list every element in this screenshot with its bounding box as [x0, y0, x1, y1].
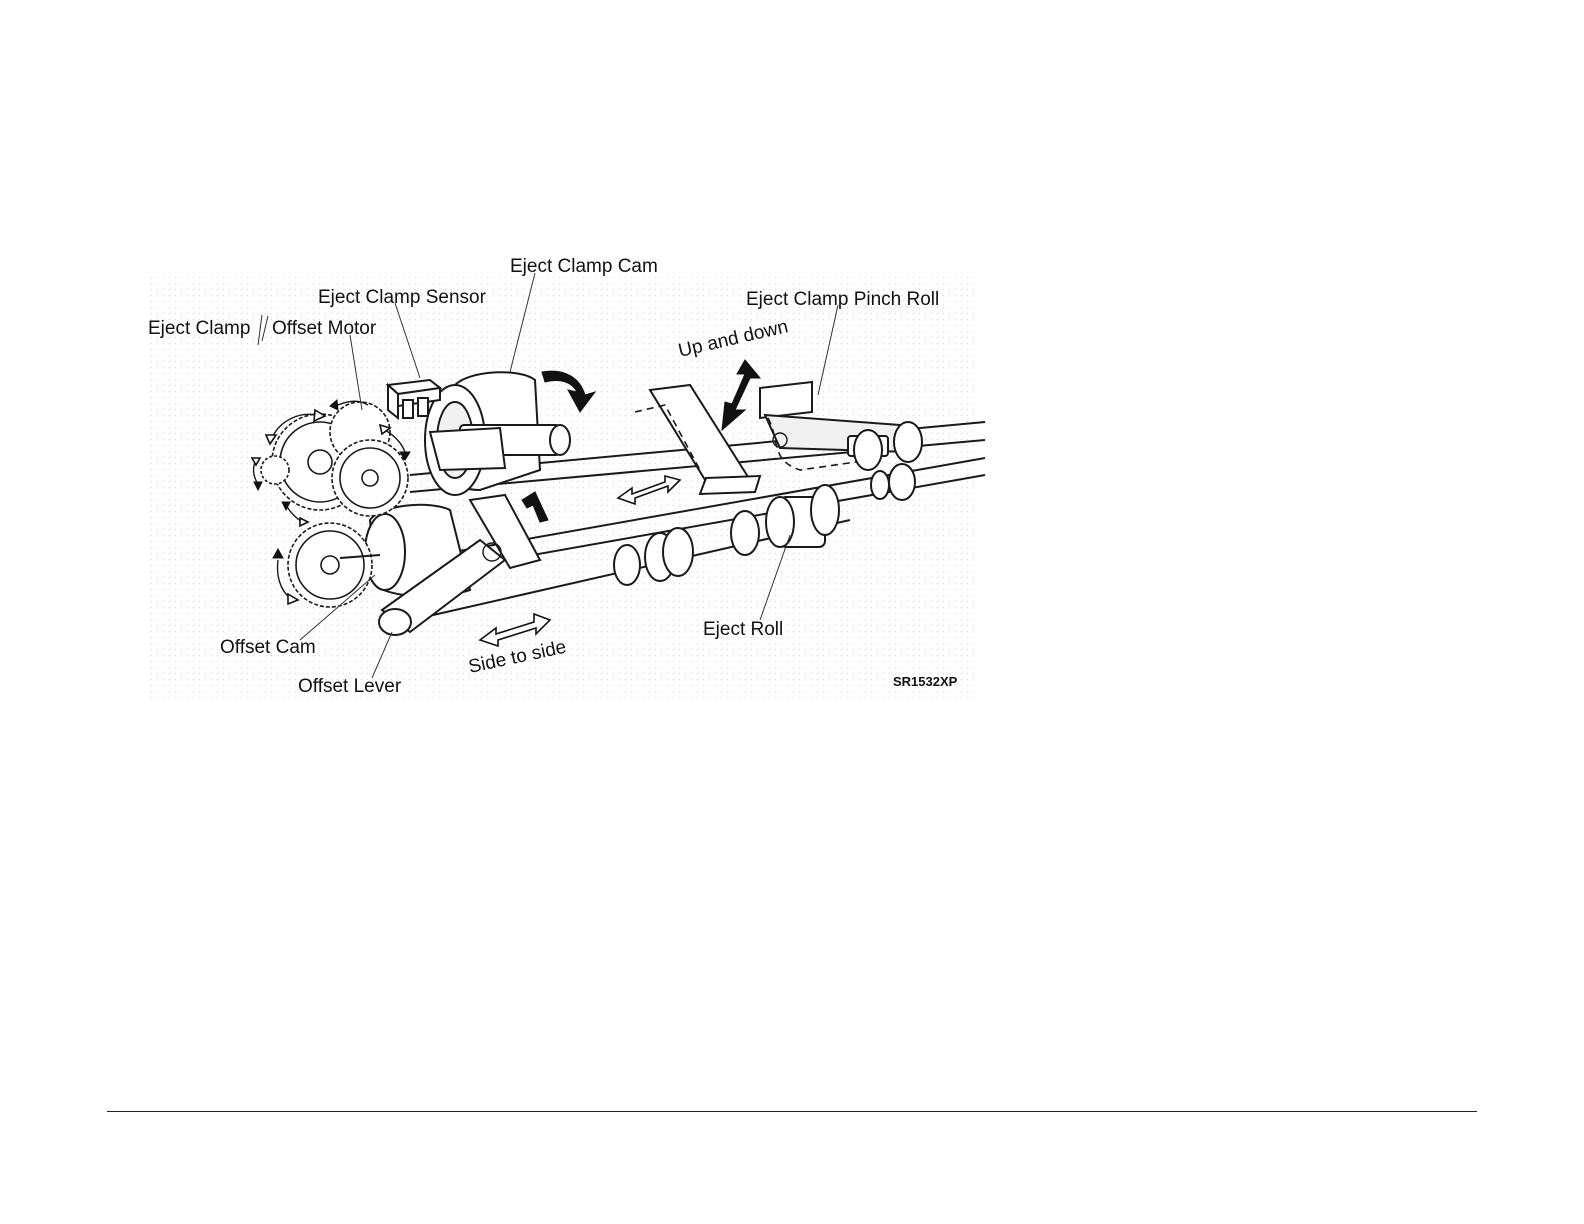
label-offset-cam: Offset Cam — [220, 637, 316, 658]
footer-divider — [107, 1111, 1477, 1112]
figure-code: SR1532XP — [893, 674, 958, 689]
label-eject-clamp-sensor: Eject Clamp Sensor — [318, 287, 487, 308]
label-eject-clamp: Eject Clamp — [148, 318, 250, 339]
label-eject-roll: Eject Roll — [703, 619, 783, 640]
label-offset-lever: Offset Lever — [298, 676, 402, 697]
label-eject-clamp-pinch-roll: Eject Clamp Pinch Roll — [746, 289, 939, 310]
label-eject-clamp-cam: Eject Clamp Cam — [510, 256, 658, 277]
label-offset-motor: Offset Motor — [272, 318, 377, 339]
